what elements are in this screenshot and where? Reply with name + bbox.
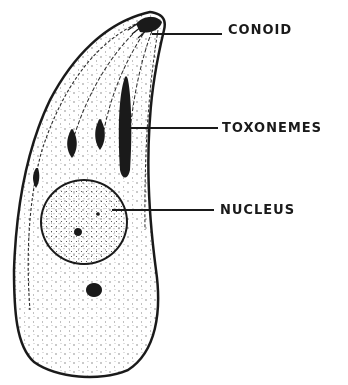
nucleolus — [74, 228, 82, 236]
toxonemes-label: TOXONEMES — [222, 121, 322, 136]
nucleus-label: NUCLEUS — [220, 203, 295, 218]
conoid-label: CONOID — [228, 23, 292, 38]
nucleus — [41, 180, 127, 264]
dense-granule — [86, 283, 102, 297]
